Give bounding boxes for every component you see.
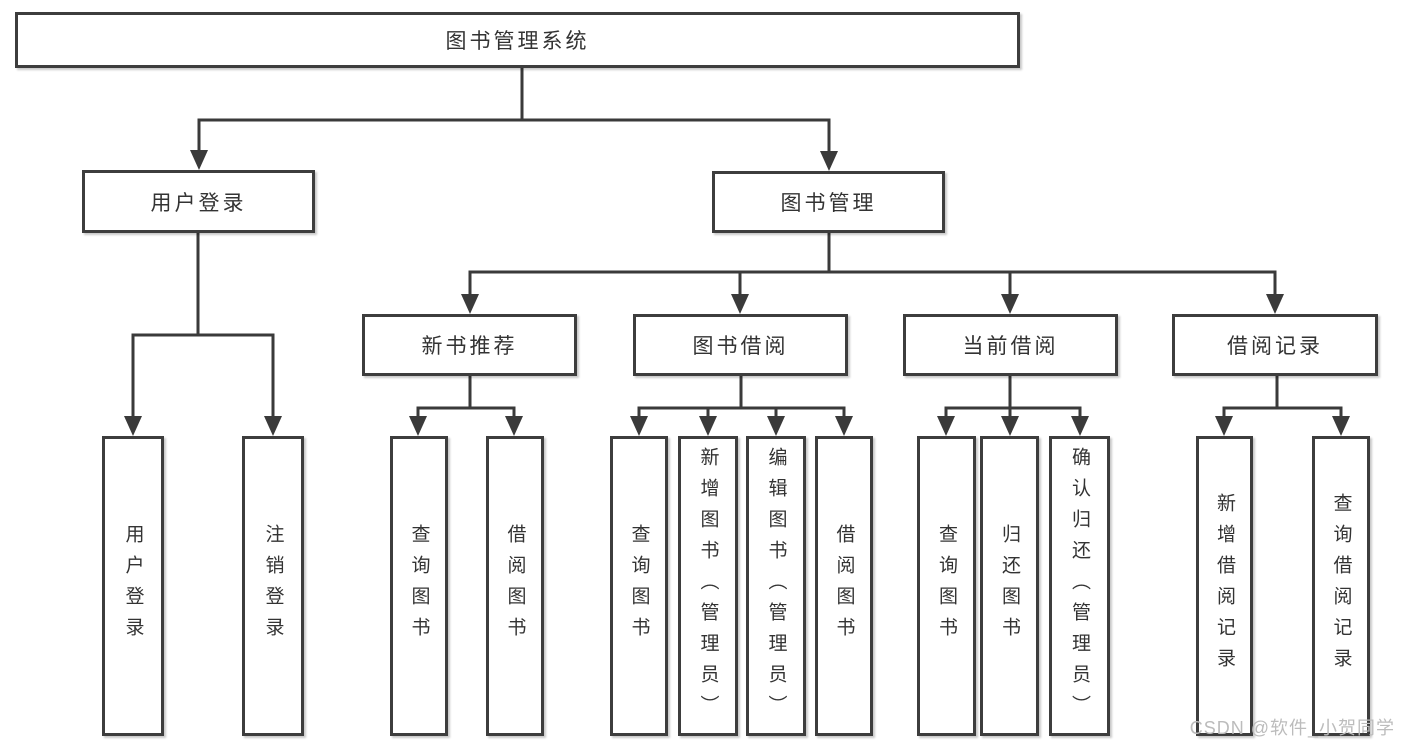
node-user-login: 用户登录 bbox=[82, 170, 315, 233]
leaf-return-book-label: 归还图书 bbox=[999, 524, 1020, 648]
leaf-logout-login-label: 注销登录 bbox=[262, 524, 284, 648]
leaf-borrow-query-books: 查询图书 bbox=[610, 436, 668, 736]
leaf-borrow-book: 借阅图书 bbox=[815, 436, 873, 736]
node-book-management: 图书管理 bbox=[712, 171, 945, 233]
leaf-edit-book-admin-label: 编辑图书（管理员） bbox=[765, 446, 787, 726]
csdn-watermark: CSDN @软件_小贺同学 bbox=[1189, 718, 1395, 738]
leaf-query-borrow-record-label: 查询借阅记录 bbox=[1330, 493, 1352, 679]
leaf-add-borrow-record: 新增借阅记录 bbox=[1196, 436, 1253, 736]
leaf-add-book-admin: 新增图书（管理员） bbox=[678, 436, 738, 736]
leaf-add-book-admin-label: 新增图书（管理员） bbox=[697, 446, 719, 726]
leaf-add-borrow-record-label: 新增借阅记录 bbox=[1214, 493, 1235, 679]
leaf-query-borrow-record: 查询借阅记录 bbox=[1312, 436, 1370, 736]
leaf-recommend-query-books-label: 查询图书 bbox=[408, 524, 430, 648]
leaf-borrow-book-label: 借阅图书 bbox=[833, 524, 855, 648]
node-current-borrow-label: 当前借阅 bbox=[962, 335, 1059, 358]
node-borrow-records-label: 借阅记录 bbox=[1227, 335, 1323, 358]
node-library-system: 图书管理系统 bbox=[15, 12, 1020, 68]
node-borrow-records: 借阅记录 bbox=[1172, 314, 1378, 376]
node-book-management-label: 图书管理 bbox=[780, 192, 877, 215]
leaf-user-login: 用户登录 bbox=[102, 436, 164, 736]
node-book-borrow: 图书借阅 bbox=[633, 314, 848, 376]
leaf-current-query-books-label: 查询图书 bbox=[936, 524, 957, 648]
leaf-confirm-return-admin-label: 确认归还（管理员） bbox=[1069, 446, 1090, 726]
leaf-recommend-borrow-books: 借阅图书 bbox=[486, 436, 544, 736]
leaf-confirm-return-admin: 确认归还（管理员） bbox=[1049, 436, 1110, 736]
arrowhead-icons bbox=[124, 150, 1350, 436]
leaf-recommend-query-books: 查询图书 bbox=[390, 436, 448, 736]
leaf-return-book: 归还图书 bbox=[980, 436, 1039, 736]
leaf-logout-login: 注销登录 bbox=[242, 436, 304, 736]
leaf-borrow-query-books-label: 查询图书 bbox=[628, 524, 650, 648]
leaf-edit-book-admin: 编辑图书（管理员） bbox=[746, 436, 806, 736]
leaf-user-login-label: 用户登录 bbox=[122, 524, 144, 648]
leaf-recommend-borrow-books-label: 借阅图书 bbox=[504, 524, 526, 648]
node-current-borrow: 当前借阅 bbox=[903, 314, 1118, 376]
node-book-borrow-label: 图书借阅 bbox=[692, 335, 789, 358]
node-library-system-label: 图书管理系统 bbox=[445, 30, 590, 53]
node-user-login-label: 用户登录 bbox=[150, 191, 247, 215]
leaf-current-query-books: 查询图书 bbox=[917, 436, 976, 736]
node-new-book-recommend-label: 新书推荐 bbox=[421, 335, 518, 358]
node-new-book-recommend: 新书推荐 bbox=[362, 314, 577, 376]
